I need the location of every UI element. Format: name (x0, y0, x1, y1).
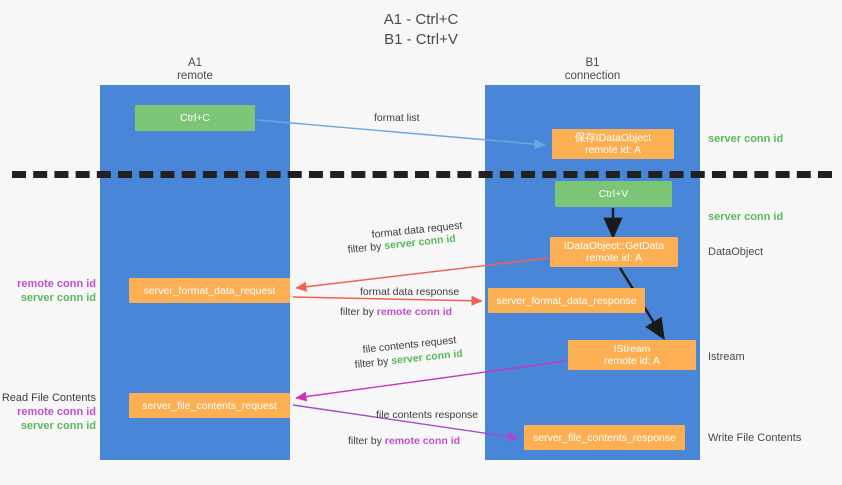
dashed-divider (12, 171, 832, 178)
left-note-conn-ids-format: remote conn id server conn id (0, 277, 96, 305)
column-header-b1: B1 connection (564, 57, 621, 82)
column-header-a1: A1 remote (177, 57, 213, 82)
arrow-file-contents-response (292, 404, 519, 442)
side-note-server-conn-id-mid: server conn id (708, 211, 784, 223)
node-ctrl-c[interactable]: Ctrl+C (135, 105, 255, 131)
side-note-istream: Istream (708, 351, 745, 363)
left-note-read-file-contents: Read File Contents (1, 392, 96, 404)
left-note-remote-conn-id-1: remote conn id (17, 278, 96, 290)
side-note-write-file-contents: Write File Contents (708, 432, 802, 444)
arrow-format-data-request (295, 257, 549, 292)
left-note-server-conn-id-1: server conn id (20, 292, 96, 304)
edge-label-file-contents-response: file contents response (376, 409, 479, 421)
filter-prefix-3: filter by (354, 355, 392, 371)
node-server-format-data-request[interactable]: server_format_data_request (129, 278, 290, 303)
filter-prefix-1: filter by (347, 240, 385, 256)
node-server-file-contents-response[interactable]: server_file_contents_response (524, 425, 685, 450)
side-note-server-conn-id-top: server conn id (708, 133, 784, 145)
edge-label-format-data-response-filter: filter by remote conn id (340, 305, 452, 319)
arrow-file-contents-request (295, 360, 567, 402)
filter-key-remote-conn-id-2: remote conn id (384, 435, 461, 447)
filter-prefix-4: filter by (348, 435, 385, 447)
side-note-dataobject: DataObject (708, 246, 764, 258)
arrow-format-data-response (292, 295, 483, 306)
node-server-format-data-response[interactable]: server_format_data_response (488, 288, 645, 313)
edge-label-format-list: format list (374, 112, 420, 124)
edge-label-format-data-response: format data response (360, 286, 460, 298)
node-server-file-contents-request[interactable]: server_file_contents_request (129, 393, 290, 418)
filter-prefix-2: filter by (340, 306, 377, 318)
node-idataobject-getdata[interactable]: IDataObject::GetData remote id: A (550, 237, 678, 267)
left-note-remote-conn-id-2: remote conn id (17, 406, 96, 418)
filter-key-remote-conn-id-1: remote conn id (376, 306, 453, 318)
edge-label-file-contents-response-filter: filter by remote conn id (348, 434, 460, 448)
left-note-read-file-contents-group: Read File Contents remote conn id server… (0, 391, 96, 433)
node-ctrl-v[interactable]: Ctrl+V (555, 181, 672, 207)
diagram-title: A1 - Ctrl+C B1 - Ctrl+V (383, 11, 459, 48)
node-istream[interactable]: IStream remote id: A (568, 340, 696, 370)
node-save-idataobject[interactable]: 保存IDataObject remote id: A (552, 129, 674, 159)
left-note-server-conn-id-2: server conn id (20, 420, 96, 432)
arrow-format-list (256, 119, 546, 150)
